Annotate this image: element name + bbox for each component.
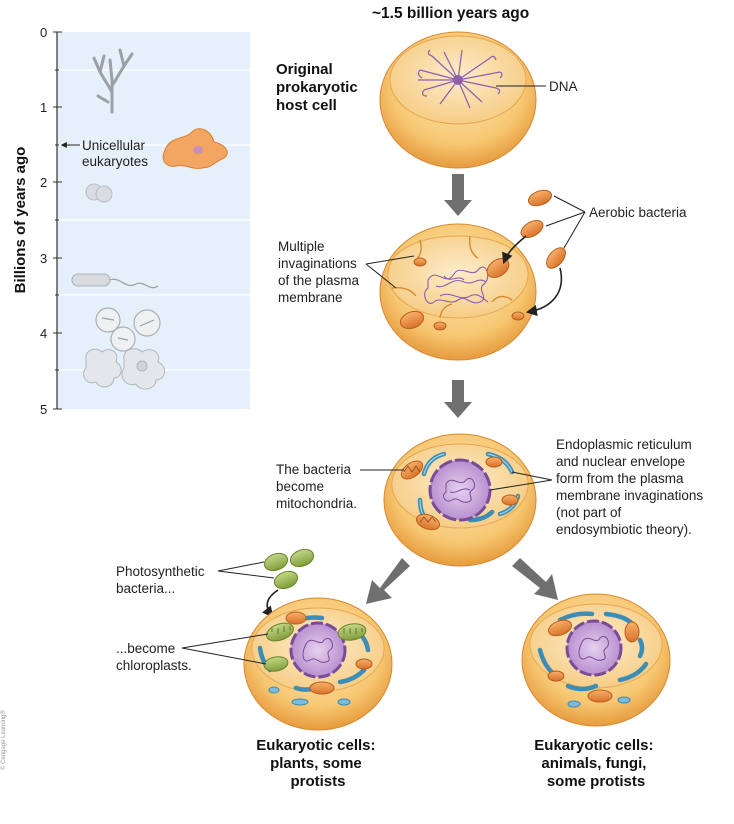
er-label: Endoplasmic reticulum and nuclear envelo… xyxy=(556,437,707,537)
dna-label: DNA xyxy=(549,79,578,94)
arrow-to-animals xyxy=(512,558,558,600)
header-time: ~1.5 billion years ago xyxy=(372,5,529,22)
cocci-icon xyxy=(95,307,161,352)
tick-label-1: 1 xyxy=(40,100,47,115)
tick-label-4: 4 xyxy=(40,326,47,341)
dna-tangle-icon xyxy=(424,266,489,304)
stage2-engulfment: Aerobic bacteria Multiple invaginations … xyxy=(278,189,687,361)
animals-result-label: Eukaryotic cells: animals, fungi, some p… xyxy=(534,737,657,790)
colony-cells-icon xyxy=(83,348,165,390)
stage1-host-cell: Original prokaryotic host cell DNA xyxy=(276,31,578,169)
invagination-label: Multiple invaginations of the plasma mem… xyxy=(278,239,363,305)
arrow-stage2-to-3 xyxy=(444,380,472,418)
stage3-mitochondria-formation: The bacteria become mitochondria. Endopl… xyxy=(276,433,707,567)
animal-cell: Eukaryotic cells: animals, fungi, some p… xyxy=(521,593,671,790)
chloroplast-icon xyxy=(263,622,367,672)
mitochondrion-icon xyxy=(400,460,424,480)
host-cell-title: Original prokaryotic host cell xyxy=(276,61,362,114)
rod-bacterium-icon xyxy=(71,273,159,289)
chloroplast-label: ...become chloroplasts. xyxy=(116,641,192,673)
tick-label-0: 0 xyxy=(40,25,47,40)
copyright-credit: © Cengage Learning® xyxy=(0,710,7,770)
photosynthetic-label: Photosynthetic bacteria... xyxy=(116,564,208,596)
tick-label-2: 2 xyxy=(40,175,47,190)
mitochondria-label: The bacteria become mitochondria. xyxy=(276,462,357,511)
branching-alga-icon xyxy=(92,48,134,114)
aerobic-bacteria-icon xyxy=(520,189,566,269)
photosynthetic-bacteria-icon xyxy=(263,548,315,590)
aerobic-bacteria-label: Aerobic bacteria xyxy=(589,205,687,220)
plant-cell: Photosynthetic bacteria... xyxy=(116,548,393,790)
timeline-panel: 0 1 2 3 4 5 Billions of years ago xyxy=(12,25,250,417)
timeline-axis-title: Billions of years ago xyxy=(12,147,29,294)
tick-label-5: 5 xyxy=(40,402,47,417)
plants-result-label: Eukaryotic cells: plants, some protists xyxy=(256,737,379,790)
tick-label-3: 3 xyxy=(40,251,47,266)
dna-icon xyxy=(417,49,503,109)
timeline-ticks xyxy=(53,31,62,410)
arrow-to-plants xyxy=(366,558,410,604)
arrow-stage1-to-2 xyxy=(444,174,472,216)
dividing-cell-icon xyxy=(85,183,113,203)
unicellular-label: Unicellular eukaryotes xyxy=(82,138,149,169)
